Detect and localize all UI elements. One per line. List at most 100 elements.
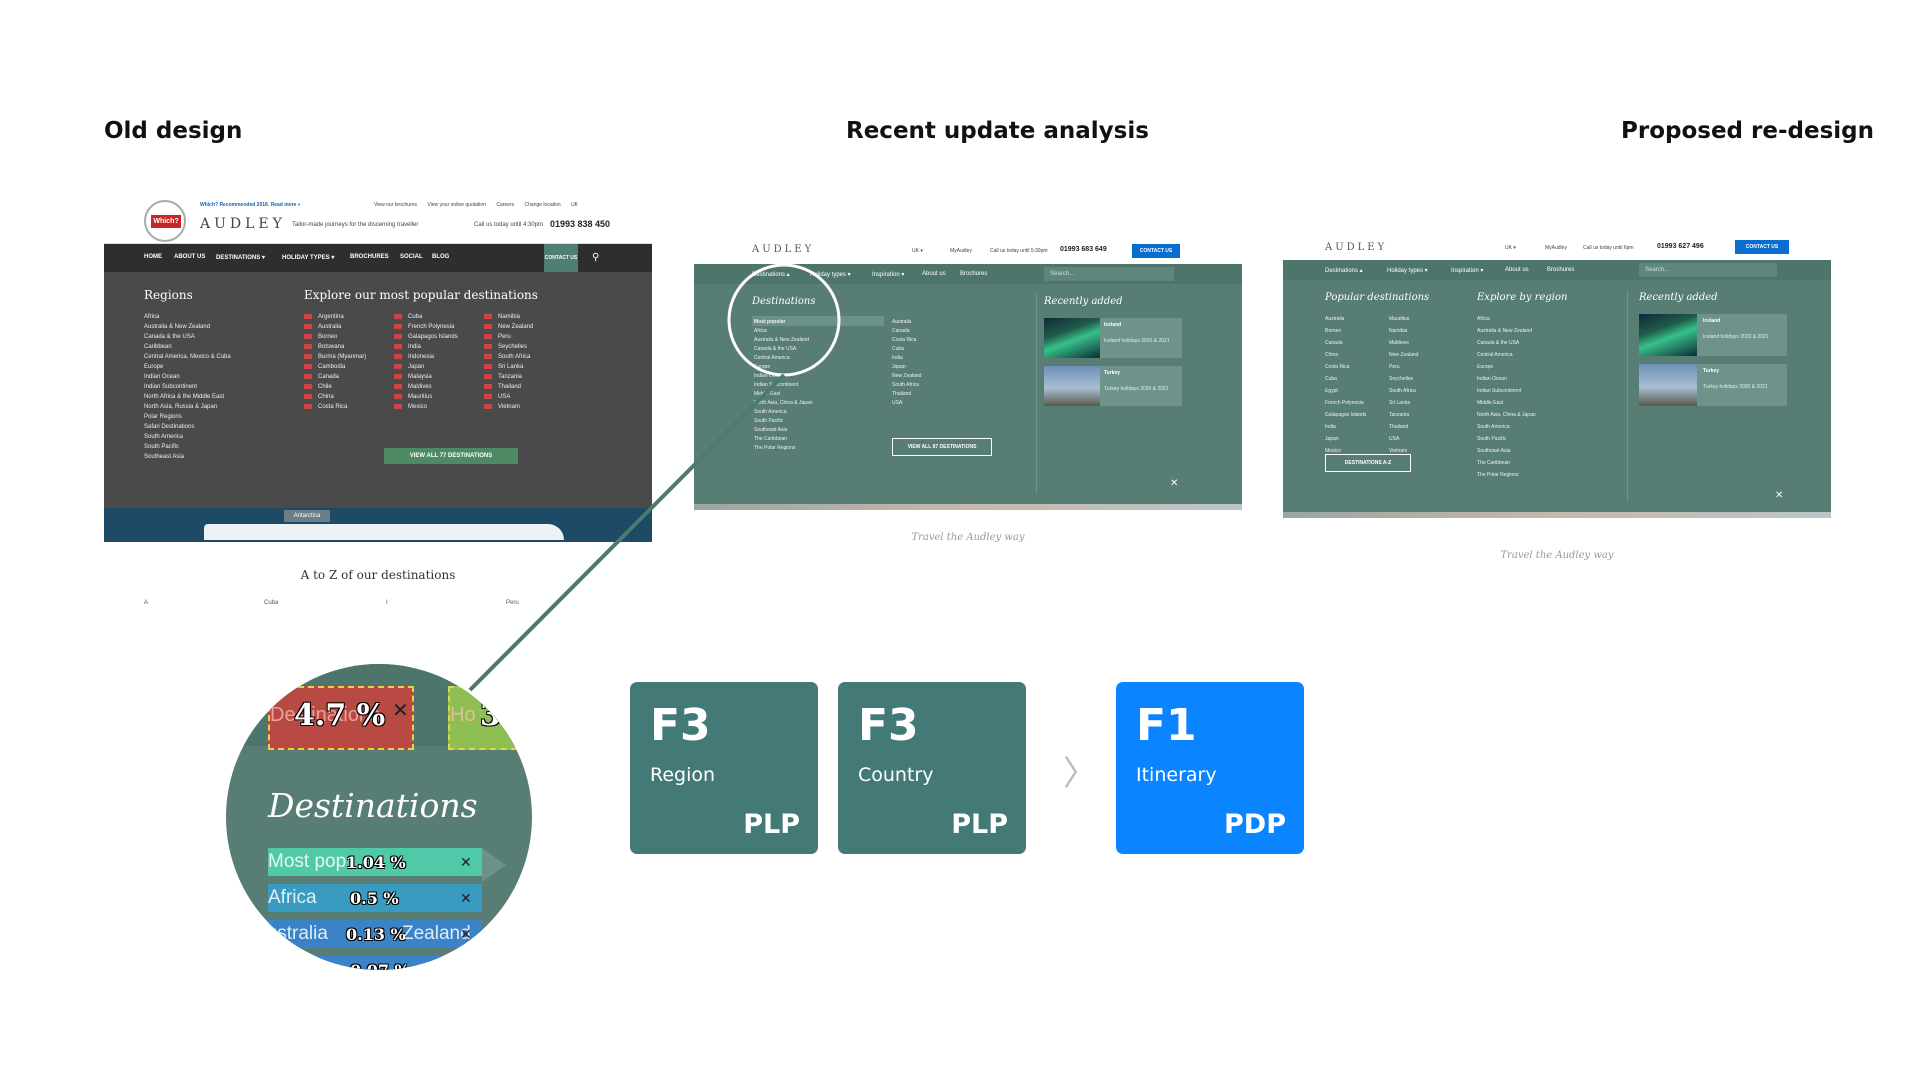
region-link[interactable]: South Pacific <box>1477 436 1507 442</box>
popular-destination-link[interactable]: Mexico <box>394 404 427 410</box>
contact-us-button[interactable]: CONTACT US <box>544 244 578 272</box>
region-link[interactable]: Central America <box>1477 352 1513 358</box>
region-link[interactable]: Indian Subcontinent <box>144 384 198 390</box>
region-link[interactable]: Central America <box>754 355 790 361</box>
destination-link[interactable]: South Africa <box>892 382 919 388</box>
popular-destination-link[interactable]: South Africa <box>1389 388 1416 394</box>
region-link[interactable]: The Polar Regions <box>754 445 796 451</box>
nav-destinations[interactable]: DESTINATIONS ▾ <box>216 255 265 261</box>
popular-destination-link[interactable]: Australia <box>1325 316 1345 322</box>
popular-destination-link[interactable]: Costa Rica <box>1325 364 1350 370</box>
region-link[interactable]: Indian Ocean <box>144 374 180 380</box>
region-link[interactable]: Europe <box>754 364 771 370</box>
region-link[interactable]: Africa <box>754 328 767 334</box>
popular-destination-link[interactable]: Japan <box>1325 436 1339 442</box>
popular-destination-link[interactable]: Cambodia <box>304 364 345 370</box>
popular-destination-link[interactable]: Cuba <box>394 314 422 320</box>
region-link[interactable]: Canada & the USA <box>754 346 797 352</box>
proposed-card-iceland[interactable]: Iceland Iceland holidays 2020 & 2021 <box>1639 314 1787 356</box>
nav-destinations[interactable]: Destinations ▴ <box>1325 268 1363 274</box>
nav-blog[interactable]: BLOG <box>432 254 450 260</box>
nav-social[interactable]: SOCIAL <box>400 254 423 260</box>
contact-us-button[interactable]: CONTACT US <box>1132 244 1180 258</box>
region-link[interactable]: Southeast Asia <box>754 427 788 433</box>
phone-number[interactable]: 01993 627 496 <box>1657 243 1704 250</box>
region-link[interactable]: North Africa & the Middle East <box>144 394 225 400</box>
popular-destination-link[interactable]: Namibia <box>484 314 520 320</box>
popular-destination-link[interactable]: New Zealand <box>1389 352 1419 358</box>
region-link[interactable]: South Pacific <box>144 444 180 450</box>
popular-destination-link[interactable]: New Zealand <box>484 324 533 330</box>
region-link[interactable]: Australia & New Zealand <box>144 324 211 330</box>
popular-destination-link[interactable]: Seychelles <box>1389 376 1414 382</box>
destination-link[interactable]: Cuba <box>892 346 904 352</box>
region-link[interactable]: Central America, Mexico & Cuba <box>144 354 231 360</box>
a-to-z-item[interactable]: Cuba <box>264 600 279 606</box>
region-link[interactable]: The Caribbean <box>1477 460 1511 466</box>
popular-destination-link[interactable]: India <box>1325 424 1336 430</box>
region-link[interactable]: Indian Ocean <box>1477 376 1507 382</box>
nav-about-us[interactable]: ABOUT US <box>174 254 206 260</box>
popular-destination-link[interactable]: Costa Rica <box>304 404 347 410</box>
region-link[interactable]: Polar Regions <box>144 414 182 420</box>
region-link[interactable]: Africa <box>144 314 160 320</box>
region-link[interactable]: Indian Subcontinent <box>754 382 799 388</box>
popular-destination-link[interactable]: Chile <box>304 384 332 390</box>
popular-destination-link[interactable]: Borneo <box>304 334 337 340</box>
util-careers-link[interactable]: Careers <box>496 202 515 208</box>
popular-destination-link[interactable]: Thailand <box>1389 424 1409 430</box>
nav-inspiration[interactable]: Inspiration ▾ <box>872 272 905 278</box>
region-link[interactable]: The Caribbean <box>754 436 788 442</box>
myaudley-link[interactable]: MyAudley <box>1545 245 1567 251</box>
destination-link[interactable]: Costa Rica <box>892 337 917 343</box>
region-link[interactable]: Indian Ocean <box>754 373 784 379</box>
recent-card-iceland[interactable]: Iceland Iceland holidays 2020 & 2021 <box>1044 318 1182 358</box>
region-link[interactable]: South America <box>144 434 184 440</box>
popular-destination-link[interactable]: French Polynesia <box>1325 400 1364 406</box>
popular-destination-link[interactable]: Mexico <box>1325 448 1341 454</box>
region-link[interactable]: Europe <box>1477 364 1494 370</box>
audley-logo[interactable]: AUDLEY <box>1325 242 1388 253</box>
nav-destinations[interactable]: Destinations ▴ <box>752 272 790 278</box>
popular-destination-link[interactable]: Argentina <box>304 314 344 320</box>
region-link[interactable]: The Polar Regions <box>1477 472 1519 478</box>
popular-destination-link[interactable]: Namibia <box>1389 328 1408 334</box>
locale-select[interactable]: UK ▾ <box>912 248 923 254</box>
view-all-destinations-button[interactable]: VIEW ALL 77 DESTINATIONS <box>384 448 518 464</box>
popular-destination-link[interactable]: Borneo <box>1325 328 1342 334</box>
nav-inspiration[interactable]: Inspiration ▾ <box>1451 268 1484 274</box>
region-link[interactable]: North Asia, China & Japan <box>754 400 813 406</box>
popular-destination-link[interactable]: Botswana <box>304 344 344 350</box>
popular-destination-link[interactable]: Maldives <box>1389 340 1409 346</box>
popular-destination-link[interactable]: Galapagos Islands <box>1325 412 1367 418</box>
nav-holiday-types[interactable]: Holiday types ▾ <box>810 272 851 278</box>
a-to-z-item[interactable]: Peru <box>506 600 519 606</box>
region-link[interactable]: Europe <box>144 364 164 370</box>
util-change-location-link[interactable]: Change location <box>524 202 561 208</box>
audley-logo[interactable]: AUDLEY <box>752 244 815 255</box>
popular-destination-link[interactable]: French Polynesia <box>394 324 454 330</box>
region-link[interactable]: Caribbean <box>144 344 172 350</box>
audley-logo[interactable]: AUDLEY <box>200 216 286 232</box>
close-icon[interactable]: ✕ <box>1775 490 1784 501</box>
destination-link[interactable]: India <box>892 355 903 361</box>
nav-about-us[interactable]: About us <box>1505 267 1529 273</box>
nav-brochures[interactable]: BROCHURES <box>350 254 389 260</box>
region-link[interactable]: Australia & New Zealand <box>754 337 810 343</box>
region-link[interactable]: Canada & the USA <box>144 334 195 340</box>
region-link[interactable]: South Pacific <box>754 418 784 424</box>
popular-destination-link[interactable]: Canada <box>304 374 339 380</box>
util-quotation-link[interactable]: View your online quotation <box>427 202 486 208</box>
popular-destination-link[interactable]: USA <box>484 394 510 400</box>
region-link[interactable]: North Asia, Russia & Japan <box>144 404 218 410</box>
region-link[interactable]: Southeast Asia <box>144 454 185 460</box>
phone-number[interactable]: 01993 838 450 <box>550 219 611 229</box>
locale-select[interactable]: UK ▾ <box>1505 245 1516 251</box>
popular-destination-link[interactable]: Maldives <box>394 384 432 390</box>
popular-destination-link[interactable]: Sri Lanka <box>484 364 523 370</box>
destination-link[interactable]: Australia <box>892 319 912 325</box>
region-link[interactable]: North Asia, China & Japan <box>1477 412 1536 418</box>
popular-destination-link[interactable]: Japan <box>394 364 424 370</box>
region-link[interactable]: Africa <box>1477 316 1490 322</box>
region-link[interactable]: South America <box>1477 424 1510 430</box>
